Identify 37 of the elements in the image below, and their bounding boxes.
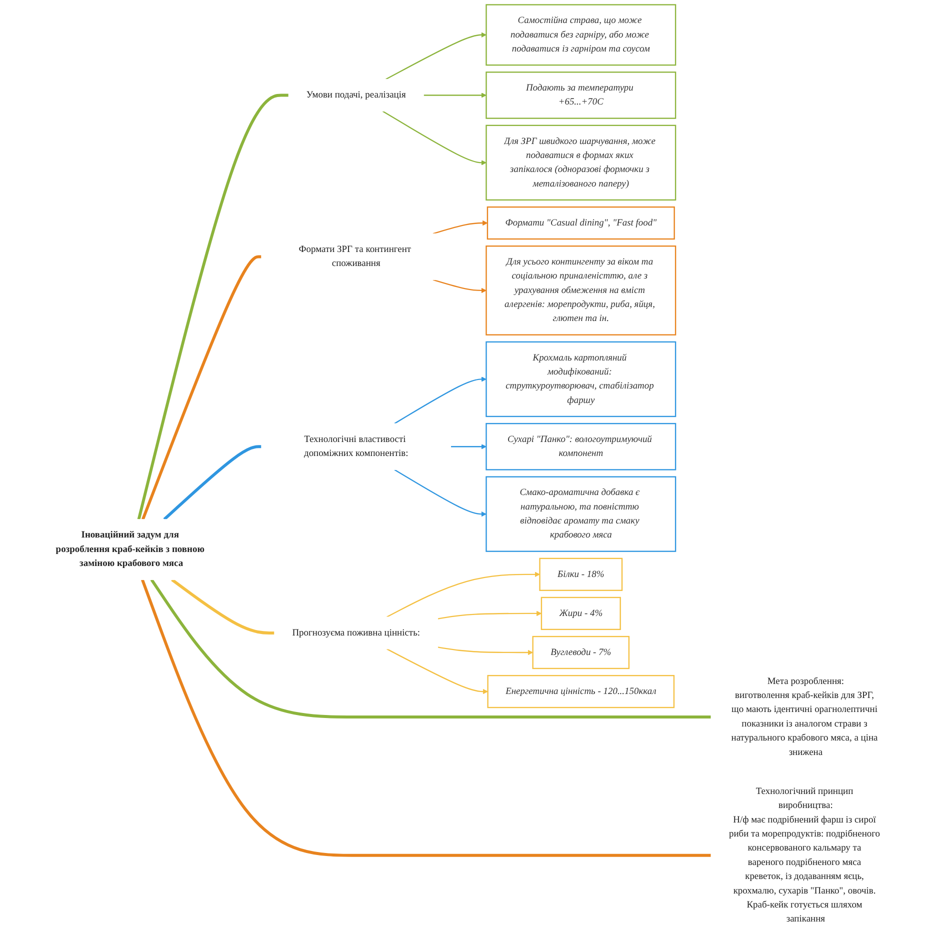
connector	[163, 445, 262, 520]
arrow	[424, 92, 486, 98]
arrow	[386, 572, 540, 618]
node-box: Подають за температури +65...+70С	[486, 72, 676, 119]
node-box: Для ЗРГ швидкого шарчування, може подаватися в формах яких запікалося (одноразові формочки з металізованого паперу)	[486, 124, 676, 201]
arrow	[394, 376, 486, 424]
node-box: Вуглеводи - 7%	[532, 636, 630, 670]
connector	[142, 255, 262, 520]
node-box: Для усього контингенту за віком та соціальною приналеністтю, але з урахування обмеження на вміст алергенів: морепродукти, риба, яйця, глютен та ін.	[486, 246, 676, 336]
connector	[171, 578, 274, 634]
node-box: Формати "Casual dining", "Fast food"	[486, 206, 675, 240]
connector	[141, 579, 712, 857]
arrow	[432, 279, 486, 294]
node-box: Сухарі "Панко": вологоутримуючий компонент	[486, 422, 676, 470]
node-text: Мета розроблення: виготволення краб-кейків для ЗРГ, що мають ідентичні орагнолептичні показники із аналогом страви з натурального крабового мяса, а ціна знижена	[731, 676, 878, 758]
node-box: Енергетична цінність - 120...150ккал	[487, 674, 675, 708]
node-box: Смако-ароматична добавка є натуральною, та повністтю відповідає аромату та смаку крабового мяса	[486, 476, 676, 552]
node-text: Технологічний принцип виробництва: Н/ф має подрібнений фарш із сирої риби та морепродуктів: подрібненого консервованого кальмару та вареного подрібненого мяса креветок, із додаванням яєць, крохмалю, сухарів "Панко", овочів. Краб-кейк готується шляхом запікання	[729, 786, 880, 924]
node-text: Формати ЗРГ та контингент споживання	[298, 244, 412, 269]
arrow	[386, 32, 486, 80]
arrow	[432, 220, 488, 234]
arrow	[438, 646, 534, 656]
node-box: Жири - 4%	[540, 596, 621, 630]
arrow	[382, 110, 486, 166]
node-text: Технологічні властивості допоміжних компонентів:	[304, 434, 408, 458]
node-box: Білки - 18%	[539, 558, 623, 591]
connector	[150, 578, 712, 718]
node-text: Іноваційний задум для розроблення краб-кейків з повною заміною крабового мяса	[56, 530, 204, 568]
arrow	[438, 610, 542, 620]
node-text: Умови подачі, реалізація	[306, 90, 406, 100]
arrow	[394, 469, 486, 517]
node-text: Прогнозуєма поживна цінність:	[292, 628, 420, 638]
connector	[137, 94, 289, 520]
node-box: Самостійна страва, що може подаватися без гарніру, або може подаватися із гарніром та соусом	[486, 4, 676, 66]
node-box: Крохмаль картопляний модифікований: струткуроутворювач, стабілізатор фаршу	[486, 341, 676, 418]
arrow	[450, 444, 486, 450]
arrow	[386, 648, 488, 694]
